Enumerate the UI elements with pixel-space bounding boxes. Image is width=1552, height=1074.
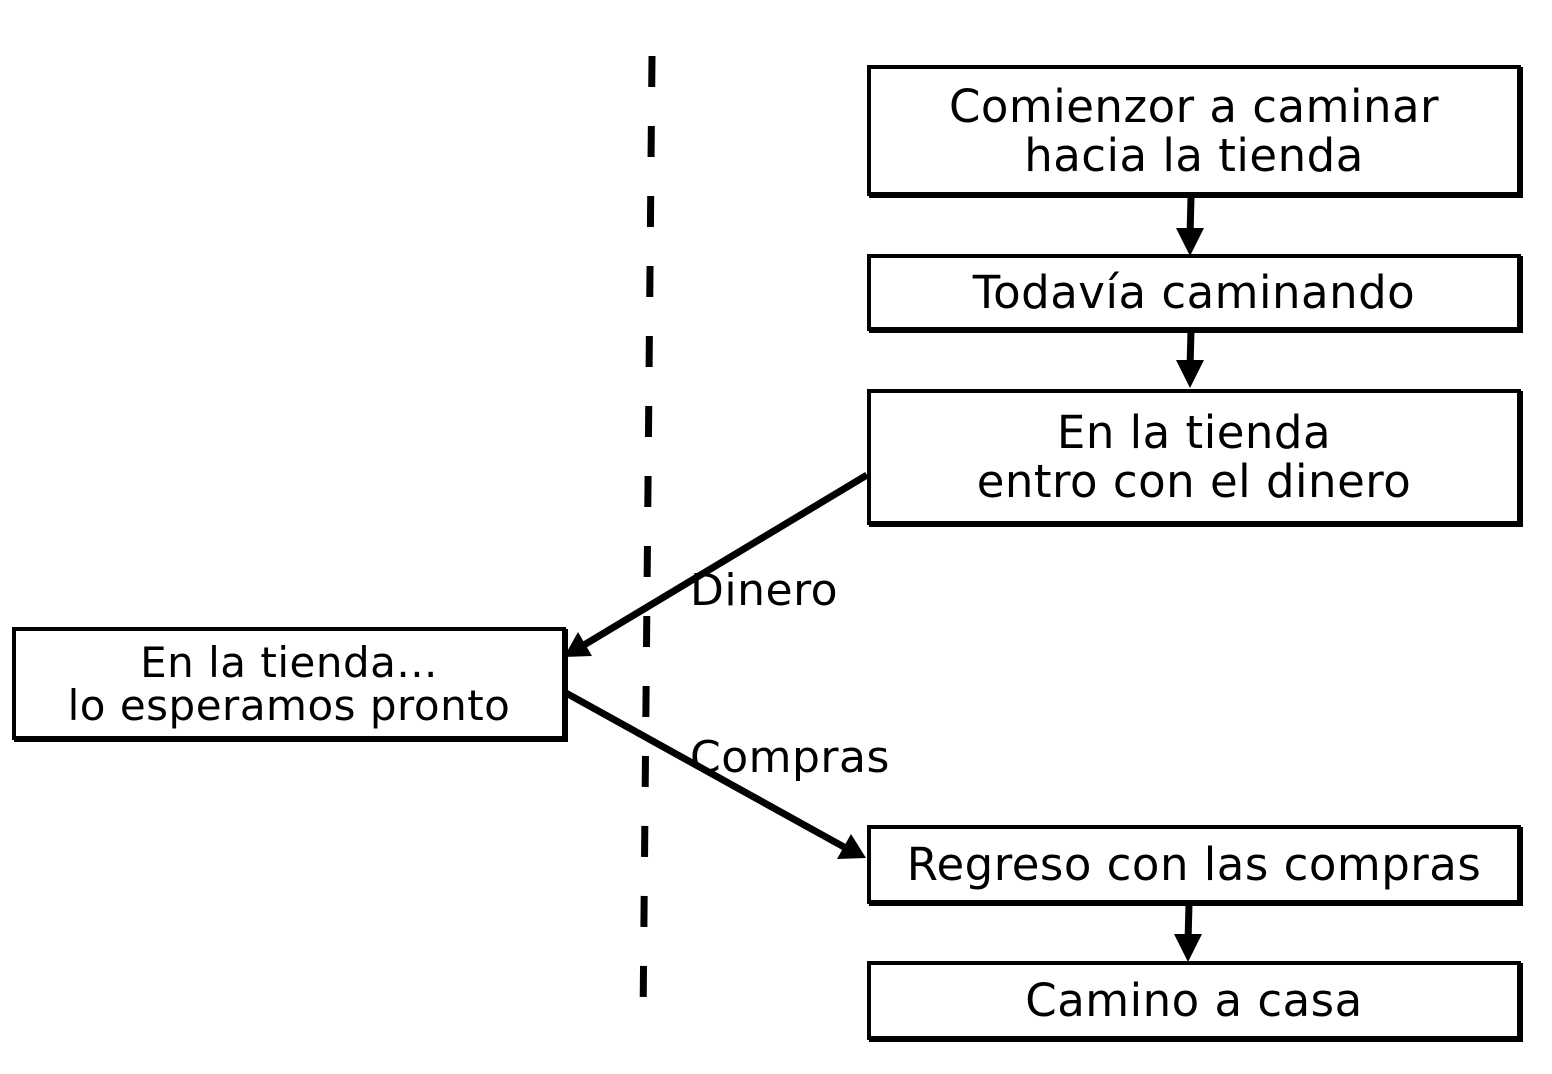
node-way-home: Camino a casa	[867, 961, 1521, 1040]
arrow-return-to-home	[1174, 903, 1202, 962]
node-store-waiting: En la tienda... lo esperamos pronto	[12, 627, 566, 740]
node-return-line-1: Regreso con las compras	[906, 838, 1482, 891]
node-home-line-1: Camino a casa	[1025, 974, 1363, 1027]
edge-label-purchases: Compras	[690, 732, 890, 783]
node-start-line-2: hacia la tienda	[1024, 128, 1364, 182]
node-still-walking: Todavía caminando	[867, 254, 1521, 331]
node-store-with-money: En la tienda entro con el dinero	[867, 389, 1521, 525]
node-store-in-line-2: entro con el dinero	[976, 455, 1412, 508]
divider-dashed-line	[639, 55, 656, 1023]
edge-label-money: Dinero	[690, 565, 839, 616]
node-start-line-1: Comienzor a caminar	[948, 79, 1440, 133]
arrow-purchases	[564, 689, 866, 859]
arrow-walking-to-store	[1176, 329, 1204, 388]
arrow-start-to-walking	[1176, 196, 1204, 256]
node-return-with-purchases: Regreso con las compras	[867, 825, 1521, 904]
arrow-money	[564, 471, 869, 657]
node-store-in-line-1: En la tienda	[1056, 406, 1332, 459]
node-start-walking: Comienzor a caminar hacia la tienda	[867, 65, 1521, 196]
node-walking-line-1: Todavía caminando	[972, 266, 1416, 319]
node-store-wait-line-1: En la tienda...	[140, 637, 438, 687]
node-store-wait-line-2: lo esperamos pronto	[67, 680, 511, 730]
